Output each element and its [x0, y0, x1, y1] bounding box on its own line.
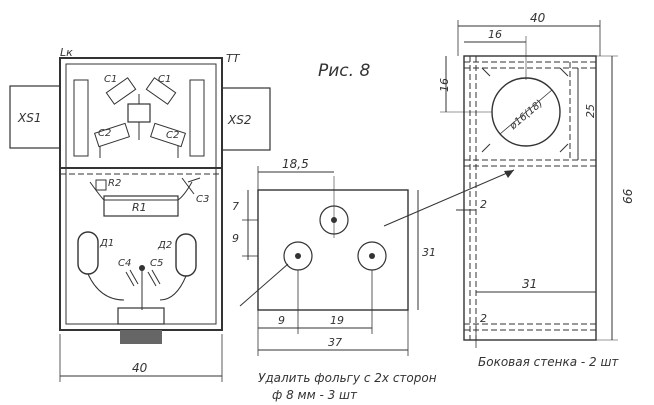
cap-c1-left-label: C1 [104, 74, 117, 85]
label-lk: Lк [60, 46, 73, 59]
hole-left-center [295, 253, 301, 259]
corner-tick-tl [481, 67, 569, 153]
cap-c5-label: C5 [150, 258, 163, 269]
width-dim-value: 40 [132, 361, 148, 375]
cap-c5-plate-a [147, 271, 157, 287]
cap-c2-left-label: C2 [98, 128, 111, 139]
dim-bottom-total: 37 [328, 336, 342, 349]
side-wall-hole-dia [499, 89, 553, 135]
dim-bottom-a: 9 [278, 314, 285, 327]
cap-c3-lead [181, 177, 195, 195]
bottom-connector-thread [120, 330, 162, 344]
dim-2-top-value: 2 [480, 198, 487, 211]
label-tt: ТТ [226, 52, 241, 65]
arrow-to-sidewall [383, 169, 515, 227]
resistor-r1 [103, 195, 179, 217]
dim-2-bottom-value: 2 [480, 312, 487, 325]
side-wall-outline [463, 55, 597, 341]
dim-bottom-b: 19 [330, 314, 344, 327]
cap-c1-right-label: C1 [158, 74, 171, 85]
dim-25-value: 25 [584, 104, 597, 118]
dim-right-value: 31 [422, 246, 436, 259]
dim-left-lower: 9 [232, 232, 239, 245]
cap-c1-right [145, 77, 177, 105]
lead-lower-left [99, 146, 179, 158]
cap-c5-plate-b [151, 269, 161, 285]
resistor-r2-label: R2 [108, 178, 121, 189]
side-wall-hole-dia-label: ø16(18) [507, 98, 545, 132]
cap-c4-plate-a [125, 271, 135, 287]
side-block-left [73, 79, 89, 157]
board-outline [257, 189, 409, 311]
cap-c2-left [93, 122, 131, 148]
cap-c3-plate [187, 177, 201, 183]
resistor-r1-label: R1 [132, 201, 147, 214]
diode-d2-label: Д2 [157, 240, 172, 251]
diode-d1 [77, 231, 99, 275]
resistor-r2 [95, 179, 107, 191]
dim-66-value: 66 [621, 188, 635, 204]
dim-16x-value: 16 [488, 28, 502, 41]
cap-c2-right [149, 122, 187, 148]
side-wall-view: ø16(18) 40 16 16 25 66 2 31 2 [438, 11, 635, 369]
diode-d1-label: Д1 [99, 238, 114, 249]
note-line-2: ф 8 мм - 3 шт [272, 388, 358, 402]
cap-c3-label: C3 [196, 194, 209, 205]
cap-c4-plate-b [129, 269, 139, 285]
enclosure-view: Lк ТТ XS1 XS2 C1 C1 C2 C2 R2 C3 R [9, 46, 271, 382]
note-leader [239, 263, 289, 307]
cap-c4-label: C4 [118, 258, 131, 269]
dim-31-value: 31 [522, 277, 537, 291]
hole-right-center [369, 253, 375, 259]
connector-xs1 [9, 85, 61, 149]
connector-xs2 [221, 87, 271, 151]
side-wall-caption: Боковая стенка - 2 шт [478, 355, 619, 369]
diode-d2 [175, 233, 197, 277]
side-block-right [189, 79, 205, 157]
cap-c2-right-label: C2 [166, 130, 179, 141]
board-view: 18,5 7 9 31 9 19 37 Удалить фольгу с 2х … [232, 157, 515, 402]
dim-16y-value: 16 [438, 78, 451, 92]
wire-lower-left [87, 273, 125, 301]
cap-c1-left [105, 77, 137, 105]
dim-40-value: 40 [530, 11, 546, 25]
bottom-connector-body [117, 307, 165, 325]
connector-xs1-label: XS1 [17, 111, 41, 125]
note-line-1: Удалить фольгу с 2х сторон [258, 371, 437, 385]
connector-xs2-label: XS2 [227, 113, 251, 127]
dim-left-upper: 7 [232, 200, 239, 213]
center-component [127, 103, 151, 123]
dim-top-value: 18,5 [282, 157, 309, 171]
r1-wire [89, 181, 193, 201]
figure-title: Рис. 8 [318, 61, 370, 81]
wire-lower-right [159, 275, 187, 301]
arrow-to-sidewall-head [504, 170, 514, 178]
